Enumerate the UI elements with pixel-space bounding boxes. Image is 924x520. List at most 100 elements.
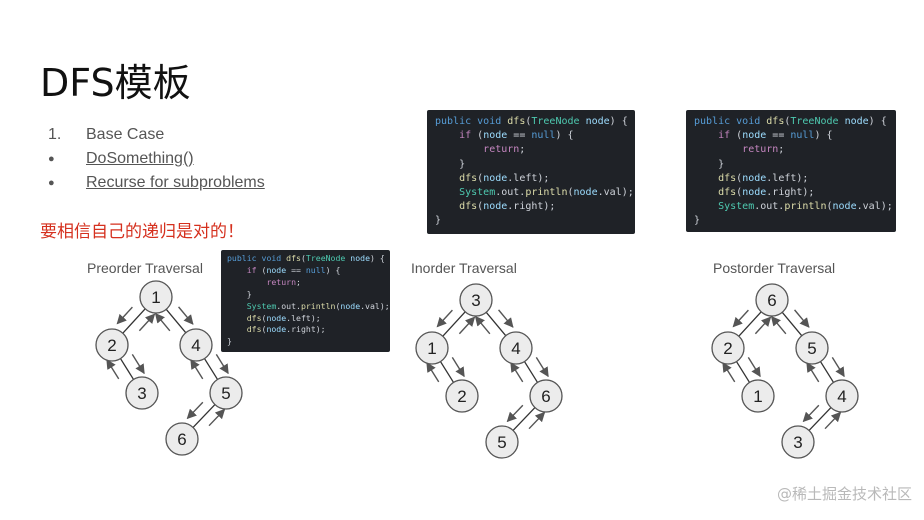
code-line: public void dfs(TreeNode node) { <box>694 116 887 127</box>
node-label: 6 <box>177 430 186 449</box>
code-line: dfs(node.left); <box>246 312 321 323</box>
traversal-arrow-down <box>831 356 845 378</box>
code-line: } <box>227 288 252 299</box>
traversal-arrow-up <box>208 408 226 427</box>
tree-edge <box>122 308 146 334</box>
traversal-arrow-up <box>806 362 820 383</box>
tree-edge <box>738 311 762 337</box>
tree-edge <box>512 407 536 431</box>
tree-node: 6 <box>165 422 199 456</box>
traversal-arrow-up <box>754 316 772 335</box>
label-inorder: Inorder Traversal <box>411 260 517 276</box>
label-postorder: Postorder Traversal <box>713 260 836 276</box>
label-preorder: Preorder Traversal <box>87 260 203 276</box>
traversal-arrow-down <box>131 353 145 375</box>
traversal-arrow-down <box>802 404 820 423</box>
code-line: return; <box>266 276 301 287</box>
node-circle <box>179 328 213 362</box>
node-circle <box>459 283 493 317</box>
tree-postorder: 6 2 1 5 4 3 <box>711 283 859 459</box>
step-marker: ● <box>48 153 55 165</box>
node-label: 2 <box>723 339 732 358</box>
code-line: if (node == null) { <box>718 130 833 142</box>
tree-node: 2 <box>711 331 745 365</box>
tree-node: 2 <box>95 328 129 362</box>
node-circle <box>445 379 479 413</box>
traversal-arrow-up <box>106 359 120 380</box>
traversal-arrow-up <box>426 362 440 383</box>
node-label: 2 <box>457 387 466 406</box>
tree-node: 5 <box>795 331 829 365</box>
node-circle <box>529 379 563 413</box>
tree-edge <box>119 358 135 380</box>
step-text[interactable]: DoSomething() <box>86 150 194 167</box>
code-line: dfs(node.right); <box>718 187 815 199</box>
tree-edge <box>523 361 539 383</box>
traversal-arrow-down <box>498 309 514 328</box>
node-label: 6 <box>767 291 776 310</box>
traversal-arrow-up <box>528 411 546 430</box>
tree-edge <box>808 407 832 431</box>
traversal-arrow-up <box>154 312 171 332</box>
node-label: 1 <box>151 288 160 307</box>
tree-edge <box>203 358 219 380</box>
node-circle <box>499 331 533 365</box>
tree-node: 4 <box>825 379 859 413</box>
traversal-arrow-up <box>722 362 736 383</box>
node-label: 1 <box>427 339 436 358</box>
tree-node: 4 <box>179 328 213 362</box>
note-trust-recursion: 要相信自己的递归是对的！ <box>40 222 244 242</box>
code-line: public void dfs(TreeNode node) { <box>435 116 628 127</box>
tree-node: 6 <box>529 379 563 413</box>
traversal-arrow-down <box>794 309 810 328</box>
node-label: 5 <box>497 433 506 452</box>
node-label: 4 <box>511 339 520 358</box>
traversal-arrow-up <box>770 315 787 335</box>
code-line: return; <box>483 144 526 156</box>
tree-edge <box>439 361 455 383</box>
traversal-arrow-up <box>190 359 204 380</box>
tree-node: 5 <box>209 376 243 410</box>
traversal-arrow-down <box>116 306 133 325</box>
watermark: @稀土掘金技术社区 <box>776 485 912 503</box>
node-circle <box>795 331 829 365</box>
tree-edge <box>781 311 803 337</box>
node-label: 3 <box>471 291 480 310</box>
step-text[interactable]: Recurse for subproblems <box>86 174 265 191</box>
code-line: } <box>694 158 725 170</box>
tree-node: 4 <box>499 331 533 365</box>
code-block-postorder: public void dfs(TreeNode node) { if (nod… <box>686 110 896 232</box>
tree-edge <box>165 308 187 334</box>
tree-node: 3 <box>125 376 159 410</box>
tree-edge <box>442 311 466 337</box>
code-line: } <box>435 215 442 227</box>
node-circle <box>485 425 519 459</box>
node-label: 3 <box>793 433 802 452</box>
traversal-arrow-up <box>510 362 524 383</box>
tree-edge <box>819 361 835 383</box>
tree-inorder: 3 1 2 4 6 5 <box>415 283 563 459</box>
code-line: System.out.println(node.val); <box>459 187 634 199</box>
traversal-arrow-down <box>215 353 229 375</box>
node-label: 5 <box>221 384 230 403</box>
tree-node: 1 <box>741 379 775 413</box>
traversal-arrow-down <box>732 309 749 328</box>
node-label: 6 <box>541 387 550 406</box>
traversal-arrow-down <box>747 356 761 378</box>
node-circle <box>95 328 129 362</box>
node-circle <box>139 280 173 314</box>
node-circle <box>125 376 159 410</box>
code-line: dfs(node.right); <box>459 201 556 213</box>
code-line: dfs(node.right); <box>246 324 326 335</box>
node-label: 1 <box>753 387 762 406</box>
traversal-arrow-up <box>138 313 156 332</box>
tree-node: 5 <box>485 425 519 459</box>
traversal-arrow-down <box>535 356 549 378</box>
traversal-arrow-up <box>458 316 476 335</box>
node-circle <box>781 425 815 459</box>
traversal-arrow-down <box>186 401 204 420</box>
traversal-arrow-down <box>506 404 524 423</box>
step-marker: ● <box>48 177 55 189</box>
node-label: 4 <box>191 336 200 355</box>
code-line: public void dfs(TreeNode node) { <box>227 253 385 263</box>
